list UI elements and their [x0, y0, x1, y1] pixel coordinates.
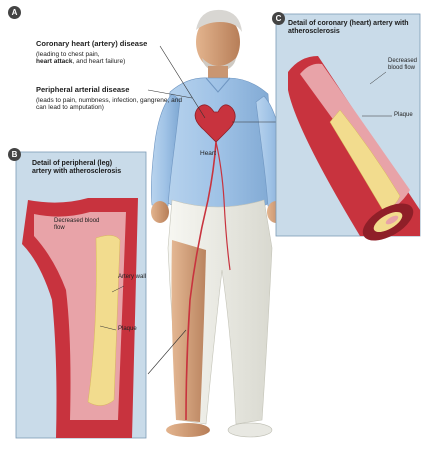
peripheral-disease-description: (leads to pain, numbness, infection, gan… [36, 97, 186, 112]
panel-c-decreased-flow: Decreased blood flow [388, 58, 428, 72]
right-shoe [228, 423, 272, 437]
panel-c-coronary-detail [276, 14, 420, 248]
panel-b-peripheral-detail [16, 152, 146, 438]
heart-label: Heart [200, 150, 216, 157]
badge-c: C [272, 12, 285, 25]
panel-b-plaque-label: Plaque [118, 326, 137, 333]
panel-c-plaque-label: Plaque [394, 112, 413, 119]
person-figure [151, 10, 285, 437]
panel-b-title: Detail of peripheral (leg) artery with a… [32, 160, 132, 176]
peripheral-disease-title: Peripheral arterial disease [36, 86, 196, 95]
coronary-line1: (leading to chest pain, [36, 51, 100, 58]
coronary-disease-title: Coronary heart (artery) disease [36, 40, 196, 49]
panel-b-artery-wall-label: Artery wall [118, 274, 146, 281]
panel-c-title: Detail of coronary (heart) artery with a… [288, 20, 416, 36]
coronary-disease-description: (leading to chest pain, heart attack, an… [36, 51, 206, 66]
left-hand [151, 201, 169, 223]
badge-b: B [8, 148, 21, 161]
left-foot [166, 423, 210, 437]
panel-b-decreased-flow: Decreased blood flow [54, 218, 104, 232]
coronary-line2-rest: , and heart failure) [73, 58, 126, 65]
badge-a: A [8, 6, 21, 19]
coronary-heart-attack: heart attack [36, 58, 73, 65]
